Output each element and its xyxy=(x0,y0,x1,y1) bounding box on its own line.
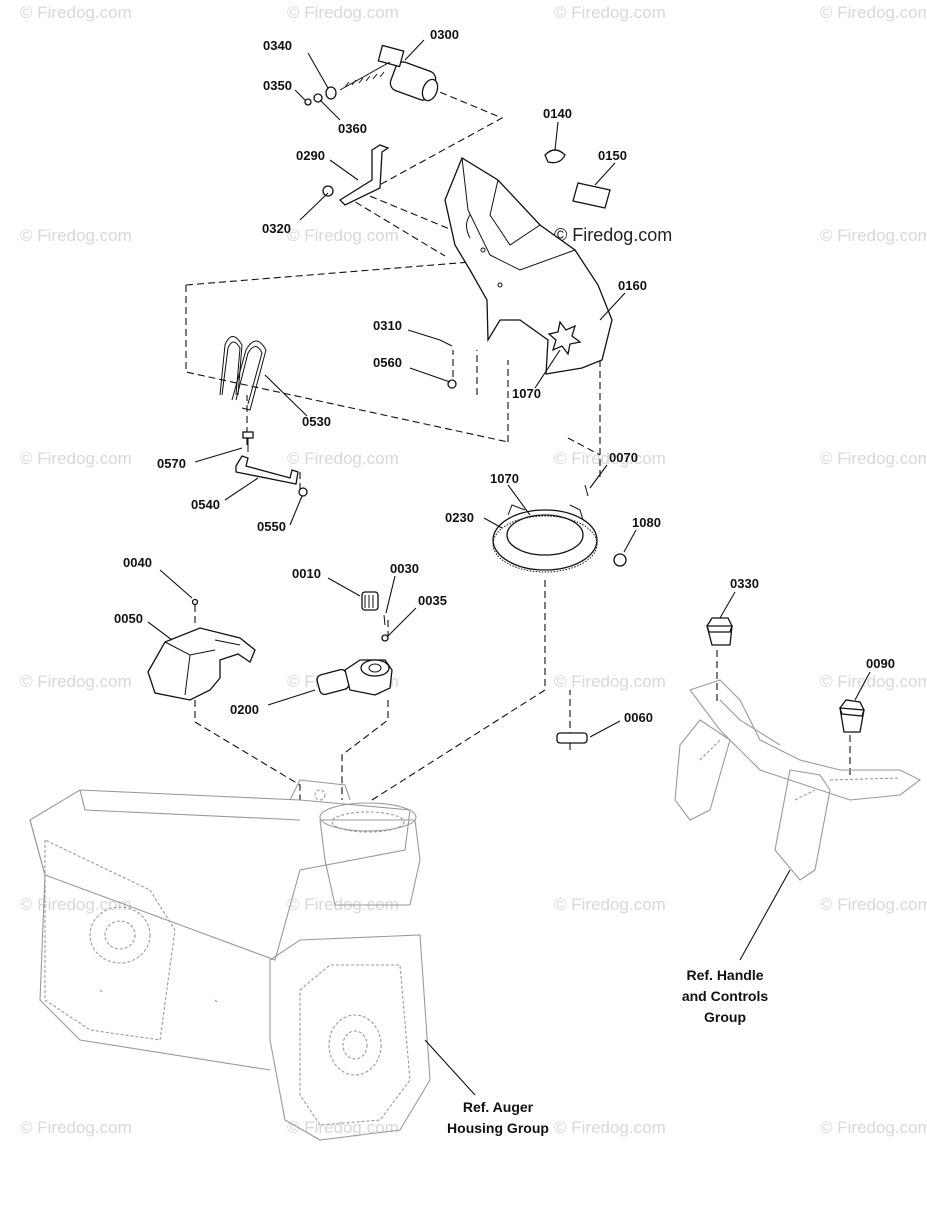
watermark: © Firedog.com xyxy=(20,672,132,691)
part-label-0570: 0570 xyxy=(157,456,186,471)
nut-0350-shape xyxy=(304,98,312,106)
motor-gearbox-0200-shape xyxy=(316,659,393,696)
knob-0090-shape xyxy=(839,699,865,733)
watermark: © Firedog.com xyxy=(820,449,927,468)
ref-auger-line-1: Ref. Auger xyxy=(463,1099,534,1115)
screw-0040-shape xyxy=(191,598,199,606)
ref-handle-line-3: Group xyxy=(704,1009,746,1025)
watermark: © Firedog.com xyxy=(820,672,927,691)
auger-housing-ghost xyxy=(29,779,431,1141)
part-label-0560: 0560 xyxy=(373,355,402,370)
bracket-0540-shape xyxy=(235,455,299,485)
watermark: © Firedog.com xyxy=(20,1118,132,1137)
watermark: © Firedog.com xyxy=(554,3,666,22)
chute-deflector-0160-shape xyxy=(444,157,613,375)
leader-lines xyxy=(147,39,871,1096)
watermark: © Firedog.com xyxy=(20,226,132,245)
knob-0330-shape xyxy=(706,617,733,646)
part-label-0070: 0070 xyxy=(609,450,638,465)
ref-handle-line-1: Ref. Handle xyxy=(686,967,763,983)
screw-0030-shape xyxy=(383,614,386,626)
part-label-0320: 0320 xyxy=(262,221,291,236)
watermark: © Firedog.com xyxy=(554,1118,666,1137)
spring-0530-shape xyxy=(219,336,267,411)
watermark: © Firedog.com xyxy=(287,3,399,22)
part-label-0050: 0050 xyxy=(114,611,143,626)
nut-0320-shape xyxy=(322,185,334,197)
part-label-1070: 1070 xyxy=(512,386,541,401)
watermark: © Firedog.com xyxy=(20,3,132,22)
ring-gear-0230-shape xyxy=(492,504,598,573)
watermark: © Firedog.com xyxy=(820,1118,927,1137)
nut-1080-shape xyxy=(613,553,627,567)
ref-auger-housing-label: Ref. Auger Housing Group xyxy=(447,1099,549,1136)
watermark: © Firedog.com xyxy=(554,449,666,468)
watermark: © Firedog.com xyxy=(554,895,666,914)
part-label-0090: 0090 xyxy=(866,656,895,671)
part-label-0140: 0140 xyxy=(543,106,572,121)
motor-0300-shape xyxy=(339,44,439,102)
part-label-0330: 0330 xyxy=(730,576,759,591)
part-label-0230: 0230 xyxy=(445,510,474,525)
watermark: © Firedog.com xyxy=(287,449,399,468)
ref-handle-line-2: and Controls xyxy=(682,988,769,1004)
ref-auger-line-2: Housing Group xyxy=(447,1120,549,1136)
watermark: © Firedog.com xyxy=(554,672,666,691)
part-label-0300: 0300 xyxy=(430,27,459,42)
part-label-0290: 0290 xyxy=(296,148,325,163)
gear-0010-shape xyxy=(361,591,379,611)
label-0150-shape xyxy=(572,182,611,209)
watermark: © Firedog.com xyxy=(820,226,927,245)
ref-handle-controls-label: Ref. Handle and Controls Group xyxy=(682,967,769,1025)
assembly-lines xyxy=(185,87,851,801)
watermark: © Firedog.com xyxy=(20,449,132,468)
watermark: © Firedog.com xyxy=(20,895,132,914)
nut-0550-shape xyxy=(298,487,308,497)
washer-0035-shape xyxy=(381,634,389,642)
screw-0070-shape xyxy=(584,484,589,497)
part-label-0010: 0010 xyxy=(292,566,321,581)
bolt-0570-shape xyxy=(242,431,254,452)
main-watermark: © Firedog.com xyxy=(554,225,672,245)
washer-0340-shape xyxy=(325,86,337,100)
bracket-0290-shape xyxy=(338,144,390,206)
part-label-1080: 1080 xyxy=(632,515,661,530)
watermark: © Firedog.com xyxy=(287,226,399,245)
gear-cover-0050-shape xyxy=(147,627,256,701)
part-label-0200: 0200 xyxy=(230,702,259,717)
watermark: © Firedog.com xyxy=(820,3,927,22)
part-labels: 0340 0300 0350 0360 0140 0150 0290 0320 … xyxy=(114,27,895,725)
watermark: © Firedog.com xyxy=(820,895,927,914)
clip-0140-shape xyxy=(544,149,566,164)
part-label-0550: 0550 xyxy=(257,519,286,534)
part-label-1070-b: 1070 xyxy=(490,471,519,486)
pad-0060-shape xyxy=(556,732,588,744)
part-label-0030: 0030 xyxy=(390,561,419,576)
part-label-0150: 0150 xyxy=(598,148,627,163)
part-label-0040: 0040 xyxy=(123,555,152,570)
part-label-0360: 0360 xyxy=(338,121,367,136)
part-label-0310: 0310 xyxy=(373,318,402,333)
part-label-0340: 0340 xyxy=(263,38,292,53)
part-label-0160: 0160 xyxy=(618,278,647,293)
watermark-grid: © Firedog.com © Firedog.com © Firedog.co… xyxy=(20,3,927,1137)
watermark: © Firedog.com xyxy=(287,1118,399,1137)
part-label-0350: 0350 xyxy=(263,78,292,93)
part-label-0530: 0530 xyxy=(302,414,331,429)
screw-0310-shape xyxy=(439,339,453,347)
part-label-0035: 0035 xyxy=(418,593,447,608)
part-label-0060: 0060 xyxy=(624,710,653,725)
handle-controls-ghost xyxy=(674,679,922,881)
part-label-0540: 0540 xyxy=(191,497,220,512)
